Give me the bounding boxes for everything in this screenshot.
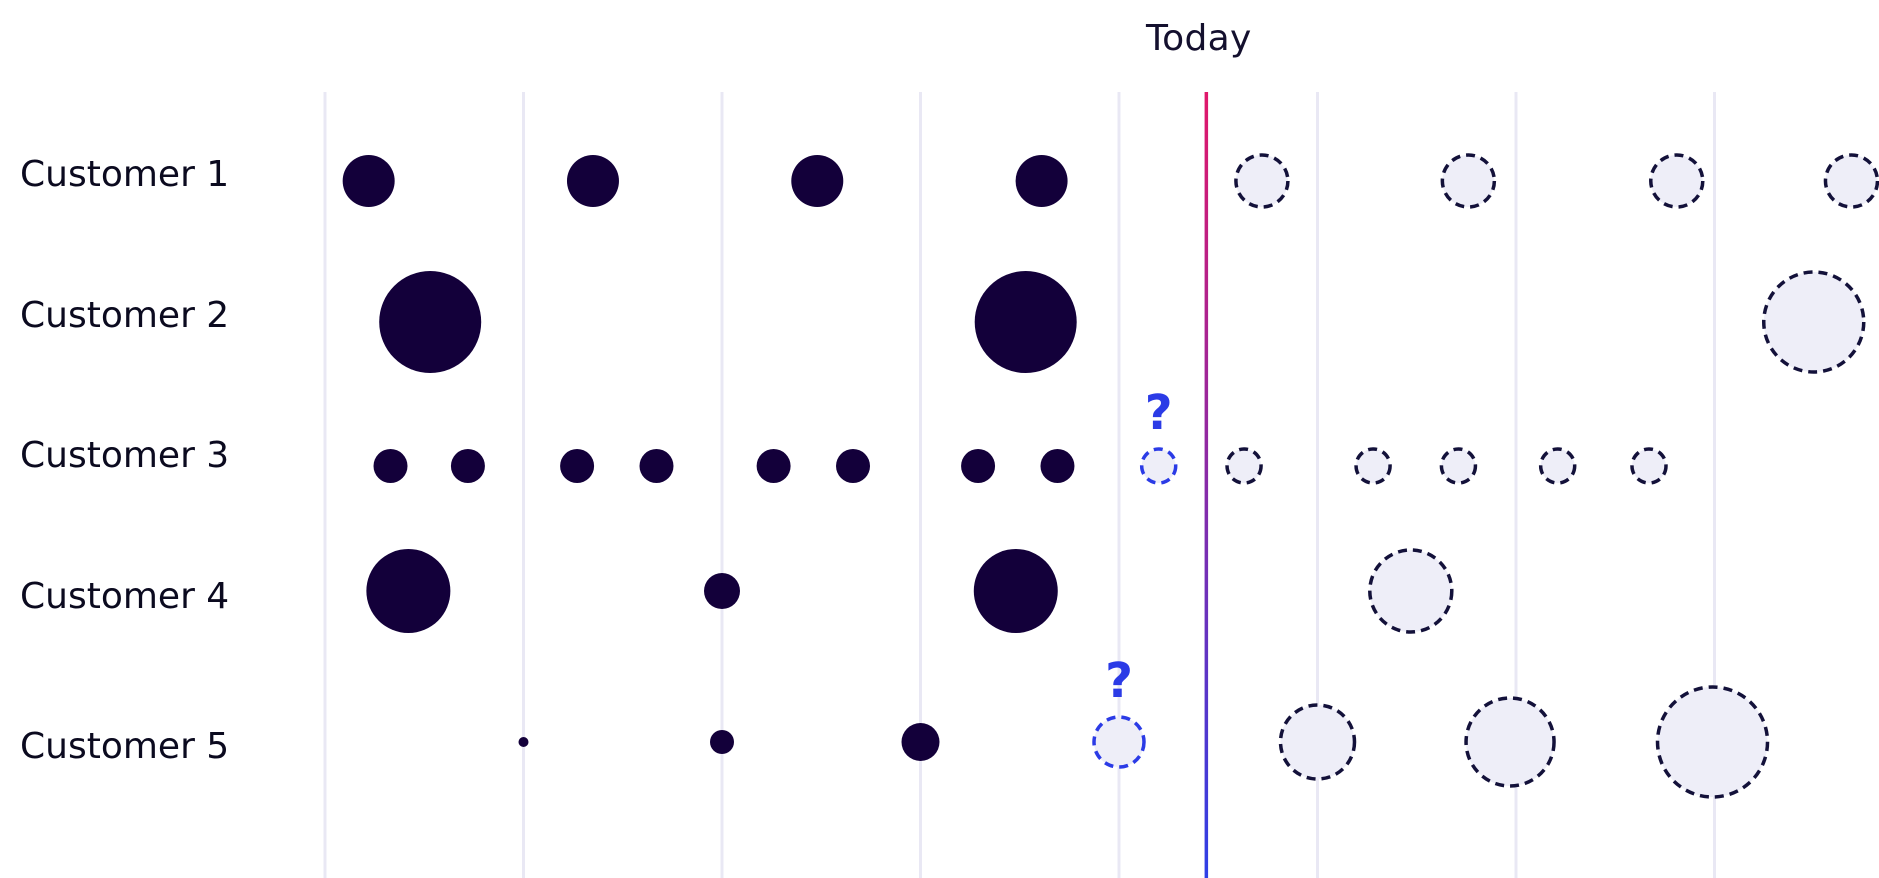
past-purchase-dot (710, 730, 734, 754)
past-purchase-dot (373, 449, 408, 483)
past-purchase-dot (366, 549, 451, 633)
past-purchase-dot (974, 271, 1077, 373)
customer-label-1: Customer 1 (20, 154, 230, 195)
past-purchase-dot (518, 737, 529, 747)
predicted-purchase-dot (1440, 153, 1497, 209)
question-mark: ? (1105, 653, 1133, 709)
predicted-purchase-dot (1823, 153, 1879, 209)
past-purchase-dot (756, 449, 791, 483)
customer-label-5: Customer 5 (20, 726, 230, 767)
past-purchase-dot (791, 155, 844, 207)
uncertain-purchase-dot (1139, 447, 1178, 485)
predicted-purchase-dot (1464, 696, 1556, 788)
past-purchase-dot (560, 449, 595, 483)
past-purchase-dot (1040, 449, 1075, 483)
customer-label-4: Customer 4 (20, 576, 230, 617)
predicted-purchase-dot (1649, 153, 1705, 209)
past-purchase-dot (450, 449, 485, 483)
past-purchase-dot (973, 549, 1058, 633)
predicted-purchase-dot (1762, 270, 1866, 374)
past-purchase-dot (901, 723, 940, 761)
past-purchase-dot (342, 155, 395, 207)
predicted-purchase-dot (1655, 685, 1770, 799)
customer-label-3: Customer 3 (20, 435, 230, 476)
predicted-purchase-dot (1354, 447, 1392, 485)
past-purchase-dot (639, 449, 674, 483)
uncertain-purchase-dot (1092, 715, 1146, 769)
today-label: Today (1146, 18, 1252, 59)
past-purchase-dot (961, 449, 996, 483)
predicted-purchase-dot (1234, 153, 1290, 209)
predicted-purchase-dot (1368, 548, 1454, 634)
customer-label-2: Customer 2 (20, 295, 230, 336)
past-purchase-dot (836, 449, 871, 483)
today-line (1204, 92, 1209, 878)
past-purchase-dot (566, 155, 619, 207)
past-purchase-dot (1015, 155, 1068, 207)
predicted-purchase-dot (1630, 447, 1668, 485)
predicted-purchase-dot (1538, 447, 1577, 485)
predicted-purchase-dot (1439, 447, 1478, 485)
past-purchase-dot (704, 573, 740, 609)
predicted-purchase-dot (1225, 447, 1263, 485)
past-purchase-dot (379, 271, 482, 373)
predicted-purchase-dot (1278, 703, 1357, 781)
question-mark: ? (1145, 385, 1173, 441)
